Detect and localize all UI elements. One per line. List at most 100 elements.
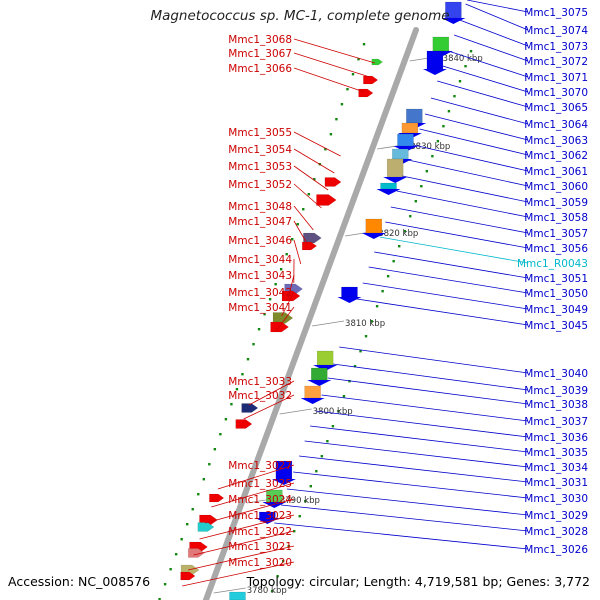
- reverse-gene-label[interactable]: Mmc1_3064: [524, 119, 588, 131]
- guide-dot: [186, 523, 189, 526]
- rna-gene-label[interactable]: Mmc1_R0043: [517, 258, 588, 270]
- guide-dot: [320, 455, 324, 458]
- forward-gene-label[interactable]: Mmc1_3023: [228, 510, 292, 522]
- reverse-gene-label[interactable]: Mmc1_3037: [524, 416, 588, 428]
- reverse-gene-label[interactable]: Mmc1_3051: [524, 273, 588, 285]
- guide-dot: [337, 410, 340, 413]
- reverse-gene-label[interactable]: Mmc1_3034: [524, 462, 588, 474]
- forward-gene-label[interactable]: Mmc1_3055: [228, 127, 292, 139]
- forward-gene-label[interactable]: Mmc1_3032: [228, 390, 292, 402]
- forward-gene-arrow[interactable]: [363, 75, 379, 85]
- reverse-gene-label[interactable]: Mmc1_3057: [524, 228, 588, 240]
- forward-gene-label[interactable]: Mmc1_3046: [228, 235, 292, 247]
- forward-gene-arrow[interactable]: [281, 290, 301, 302]
- reverse-gene-label[interactable]: Mmc1_3059: [524, 197, 588, 209]
- forward-gene-label[interactable]: Mmc1_3054: [228, 144, 292, 156]
- reverse-gene-label[interactable]: Mmc1_3075: [524, 7, 588, 19]
- reverse-gene-label[interactable]: Mmc1_3045: [524, 320, 588, 332]
- forward-gene-label[interactable]: Mmc1_3041: [228, 302, 292, 314]
- reverse-gene-block[interactable]: [397, 133, 414, 147]
- reverse-gene-block[interactable]: [380, 182, 397, 190]
- reverse-gene-label[interactable]: Mmc1_3026: [524, 544, 588, 556]
- reverse-gene-leader-line: [448, 50, 529, 78]
- reverse-gene-block[interactable]: [316, 350, 334, 366]
- reverse-gene-label[interactable]: Mmc1_3039: [524, 385, 588, 397]
- reverse-gene-label[interactable]: Mmc1_3062: [524, 150, 588, 162]
- reverse-gene-label[interactable]: Mmc1_3060: [524, 181, 588, 193]
- reverse-gene-label[interactable]: Mmc1_3031: [524, 477, 588, 489]
- forward-gene-label[interactable]: Mmc1_3021: [228, 541, 292, 553]
- accession-text: Accession: NC_008576: [8, 574, 151, 589]
- forward-gene-arrow[interactable]: [180, 571, 196, 581]
- reverse-gene-label[interactable]: Mmc1_3049: [524, 304, 588, 316]
- reverse-gene-label[interactable]: Mmc1_3063: [524, 135, 588, 147]
- forward-gene-arrow[interactable]: [235, 419, 253, 429]
- reverse-gene-block[interactable]: [386, 158, 404, 178]
- reverse-gene-label[interactable]: Mmc1_3061: [524, 166, 588, 178]
- reverse-gene-label[interactable]: Mmc1_3072: [524, 56, 588, 68]
- reverse-gene-block[interactable]: [341, 286, 358, 298]
- reverse-gene-leader-line: [327, 377, 529, 405]
- scale-tick-label: 3820 kbp: [378, 229, 418, 239]
- forward-gene-label[interactable]: Mmc1_3043: [228, 270, 292, 282]
- forward-gene-label[interactable]: Mmc1_3044: [228, 254, 292, 266]
- forward-gene-arrow[interactable]: [371, 58, 384, 66]
- reverse-gene-block[interactable]: [401, 122, 419, 134]
- reverse-gene-block[interactable]: [304, 385, 321, 399]
- forward-gene-arrow[interactable]: [301, 241, 318, 251]
- reverse-gene-label[interactable]: Mmc1_3058: [524, 212, 588, 224]
- forward-gene-arrow[interactable]: [209, 493, 225, 503]
- reverse-gene-label[interactable]: Mmc1_3056: [524, 243, 588, 255]
- reverse-gene-label[interactable]: Mmc1_3036: [524, 432, 588, 444]
- reverse-gene-label[interactable]: Mmc1_3040: [524, 368, 588, 380]
- reverse-gene-block[interactable]: [229, 591, 246, 600]
- forward-gene-label[interactable]: Mmc1_3025: [228, 478, 292, 490]
- reverse-gene-block[interactable]: [365, 218, 383, 234]
- forward-gene-arrow[interactable]: [324, 177, 342, 187]
- forward-gene-label[interactable]: Mmc1_3053: [228, 161, 292, 173]
- reverse-gene-label[interactable]: Mmc1_3065: [524, 102, 588, 114]
- reverse-gene-label[interactable]: Mmc1_3035: [524, 447, 588, 459]
- reverse-gene-arrow-tip: [271, 479, 296, 485]
- reverse-gene-label[interactable]: Mmc1_3070: [524, 87, 588, 99]
- guide-dot: [386, 275, 390, 278]
- reverse-gene-block[interactable]: [311, 367, 328, 381]
- forward-gene-label[interactable]: Mmc1_3033: [228, 376, 292, 388]
- forward-gene-label[interactable]: Mmc1_3066: [228, 63, 292, 75]
- guide-dot: [274, 283, 277, 286]
- forward-gene-arrow[interactable]: [358, 88, 374, 98]
- reverse-gene-label[interactable]: Mmc1_3050: [524, 288, 588, 300]
- forward-gene-label[interactable]: Mmc1_3022: [228, 526, 292, 538]
- forward-gene-label[interactable]: Mmc1_3042: [228, 287, 292, 299]
- forward-gene-arrow[interactable]: [316, 194, 337, 206]
- reverse-gene-block[interactable]: [426, 50, 444, 70]
- forward-gene-arrow[interactable]: [187, 548, 205, 558]
- forward-gene-label[interactable]: Mmc1_3067: [228, 48, 292, 60]
- guide-dot: [302, 208, 305, 211]
- guide-dot: [313, 178, 316, 181]
- guide-dot: [296, 223, 299, 226]
- reverse-gene-label[interactable]: Mmc1_3038: [524, 399, 588, 411]
- reverse-gene-label[interactable]: Mmc1_3073: [524, 41, 588, 53]
- reverse-gene-block[interactable]: [432, 36, 450, 52]
- forward-gene-label[interactable]: Mmc1_3020: [228, 557, 292, 569]
- guide-dot: [458, 80, 462, 83]
- forward-gene-label[interactable]: Mmc1_3024: [228, 494, 292, 506]
- reverse-gene-label[interactable]: Mmc1_3029: [524, 510, 588, 522]
- forward-gene-arrow[interactable]: [303, 232, 322, 244]
- forward-gene-label[interactable]: Mmc1_3068: [228, 34, 292, 46]
- forward-gene-label[interactable]: Mmc1_3052: [228, 179, 292, 191]
- forward-gene-leader-line: [193, 530, 295, 556]
- forward-gene-arrow[interactable]: [241, 403, 259, 413]
- forward-gene-label[interactable]: Mmc1_3048: [228, 201, 292, 213]
- reverse-gene-label[interactable]: Mmc1_3071: [524, 72, 588, 84]
- forward-gene-label[interactable]: Mmc1_3027: [228, 460, 292, 472]
- reverse-gene-label[interactable]: Mmc1_3030: [524, 493, 588, 505]
- reverse-gene-label[interactable]: Mmc1_3028: [524, 526, 588, 538]
- reverse-gene-label[interactable]: Mmc1_3074: [524, 25, 588, 37]
- reverse-gene-block[interactable]: [406, 108, 423, 124]
- forward-gene-label[interactable]: Mmc1_3047: [228, 216, 292, 228]
- guide-dot: [329, 133, 333, 136]
- reverse-gene-block[interactable]: [392, 148, 409, 160]
- guide-dot: [340, 103, 344, 106]
